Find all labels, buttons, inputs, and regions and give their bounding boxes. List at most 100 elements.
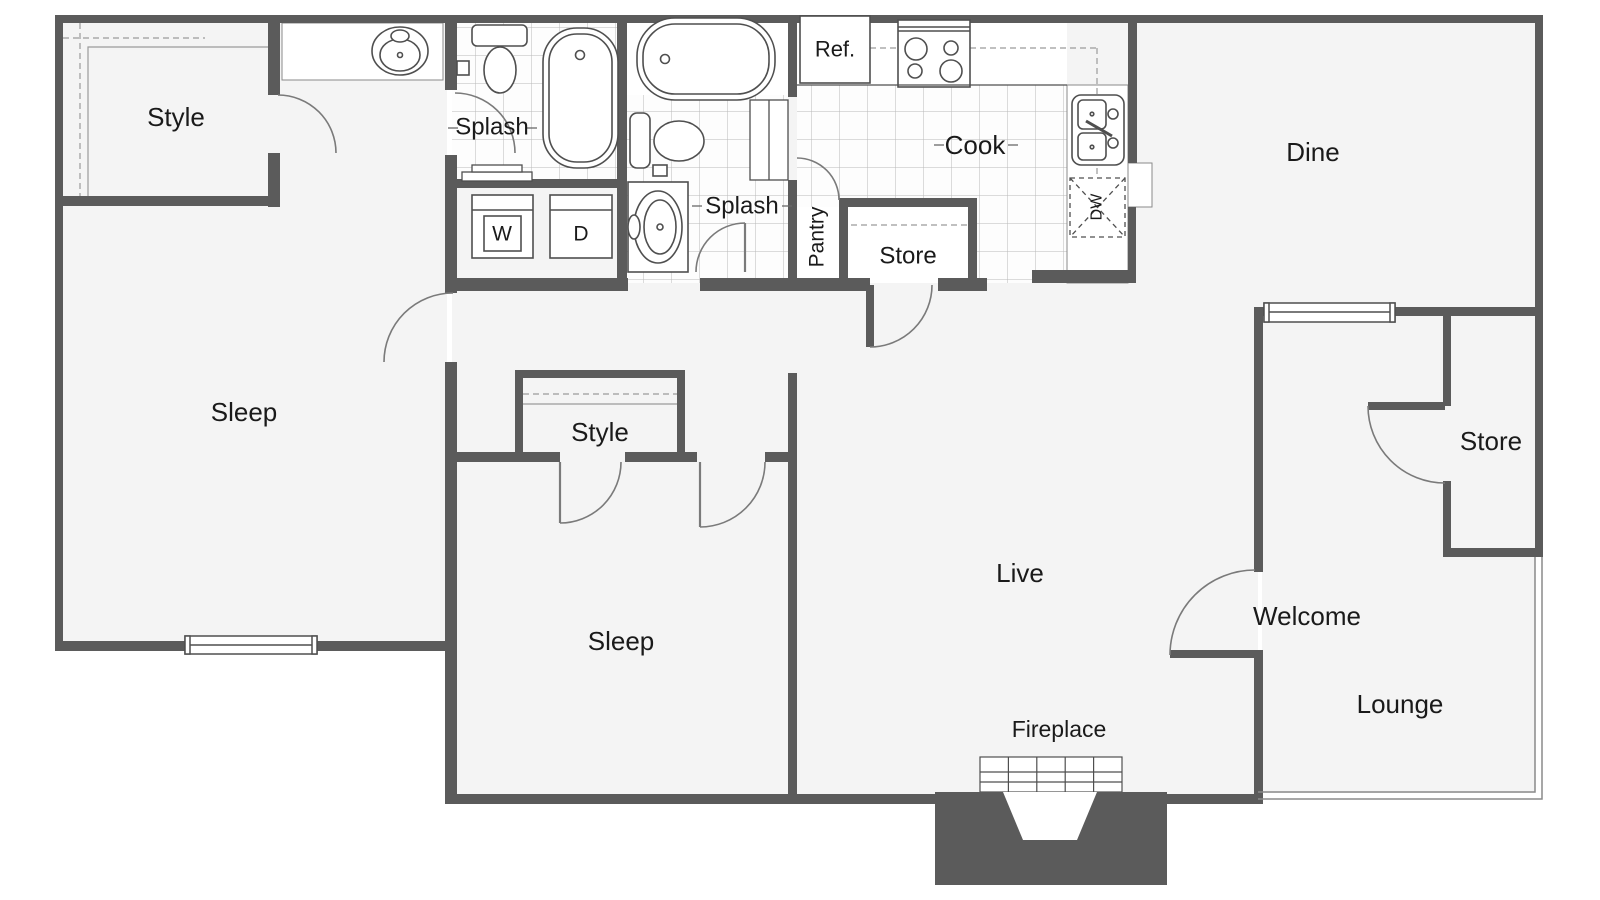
room-labels: Style Splash Splash Cook Dine Sleep Styl… (147, 102, 1522, 719)
master-bedroom-window (184, 635, 318, 655)
wall-patio-store-b (1443, 481, 1451, 557)
wall-closet2-right (677, 370, 685, 462)
windows (184, 99, 1396, 655)
closet1-shelf-edge (87, 46, 268, 203)
door-leaf-patio-store (1368, 402, 1445, 410)
dryer-icon (549, 194, 613, 259)
fixtures (371, 15, 1126, 793)
wall-bed2-top-c (765, 452, 797, 462)
dryer-body (549, 194, 613, 259)
wall-master-east-a (445, 15, 457, 90)
hearth-grid (980, 757, 1122, 792)
door-arc-bedroom2 (699, 461, 766, 528)
wall-right (1535, 15, 1543, 557)
faucet-knob-bottom (1107, 137, 1119, 149)
kitchen-sink-icon (1071, 94, 1125, 166)
bathtub-icon-hall (636, 17, 776, 101)
toilet-bowl (653, 120, 705, 162)
toilet-icon-hall (629, 112, 705, 177)
toilet-flush (456, 60, 470, 76)
door-leaf-kitchen-closet (866, 285, 874, 347)
toilet-tank (629, 112, 651, 169)
wall-entry-west-b (1254, 650, 1263, 804)
dw-cross (1069, 177, 1126, 238)
burner-1 (904, 37, 928, 61)
vanity-sink-icon (371, 26, 429, 76)
door-arcs (277, 92, 1446, 656)
fireplace-icon (935, 792, 1167, 885)
wall-kitchen-south (1032, 270, 1135, 283)
toilet-flush (652, 164, 668, 177)
washer-door (483, 215, 522, 252)
patio-edge-outer (1258, 557, 1543, 800)
window-cap-left (1263, 302, 1270, 323)
door-arc-closet2 (559, 461, 622, 524)
label-dryer: D (573, 223, 588, 246)
faucet-spout (1085, 119, 1113, 138)
sink-drain (656, 223, 664, 231)
tub-inner (548, 33, 613, 163)
wall-master-east-b (445, 155, 457, 293)
label-refrigerator: Ref. (815, 37, 855, 62)
wall-bath-divider (617, 15, 627, 283)
toilet-bowl (483, 46, 517, 94)
patio-edge-inner (1258, 557, 1536, 793)
threshold-upper (471, 164, 523, 173)
wall-patio-store-a (1443, 313, 1451, 406)
wall-hallbath-kitchen-b (788, 180, 797, 291)
label-master-bedroom: Sleep (211, 397, 278, 427)
wall-kitchen-closet-top (842, 198, 977, 207)
door-leaf-entry (1170, 650, 1255, 658)
wall-entry-west-a (1254, 316, 1263, 572)
wall-bed2-top-a (452, 452, 560, 462)
feature-labels: Ref. W D Pantry Store DW Fireplace (492, 37, 1106, 743)
wall-masterbath-bottom (445, 179, 627, 188)
toilet-tank (471, 24, 528, 47)
wall-master-east-c (445, 362, 457, 804)
wall-bottom-entry (1167, 794, 1258, 804)
basin-drain-top (1089, 111, 1095, 117)
burner-3 (907, 63, 923, 79)
dine-patio-window (1263, 302, 1396, 323)
label-entry: Welcome (1253, 601, 1361, 631)
patio-edge (1258, 557, 1543, 800)
label-leader-ticks (448, 127, 1018, 207)
faucet-knob-top (1107, 108, 1119, 120)
floor-dining (1137, 23, 1535, 307)
label-dining: Dine (1286, 137, 1339, 167)
refrigerator-icon (799, 15, 871, 84)
tub-drain (659, 53, 671, 65)
label-washer: W (492, 223, 512, 246)
hearth-tiles (979, 756, 1123, 793)
wall-hall-living (788, 373, 797, 804)
label-closet-top-left: Style (147, 102, 205, 132)
stove-icon (897, 19, 971, 88)
burner-2 (943, 40, 959, 56)
wall-bottom-main (447, 794, 935, 804)
wall-kitchen-dine (1128, 15, 1137, 163)
door-arc-entry (1169, 569, 1256, 656)
door-arc-hall-bath (695, 222, 746, 273)
door-arc-kitchen-closet (869, 284, 933, 348)
door-arc-closet1 (277, 94, 337, 154)
label-kitchen: Cook (945, 130, 1007, 160)
toilet-icon-master (456, 24, 528, 94)
wall-closet1-right-b (268, 153, 280, 207)
wall-kitchen-dine-low (1128, 207, 1136, 283)
wall-pantry-right (839, 198, 848, 291)
pedestal-sink-icon (627, 181, 689, 273)
bath-step-threshold (461, 164, 533, 182)
burner-4 (939, 59, 963, 83)
window-cap-right (1389, 302, 1396, 323)
wall-closet1-bottom (55, 196, 280, 206)
closet1-dashed-rod (63, 23, 205, 203)
wall-closet1-right-a (268, 23, 280, 95)
label-kitchen-closet: Store (879, 243, 936, 270)
basin-drain-bottom (1089, 144, 1095, 150)
dw-outline (1069, 177, 1126, 238)
washer-icon (471, 194, 534, 259)
sink-drain (396, 51, 404, 59)
hearth-outline (979, 756, 1123, 793)
label-dishwasher: DW (1089, 193, 1106, 221)
